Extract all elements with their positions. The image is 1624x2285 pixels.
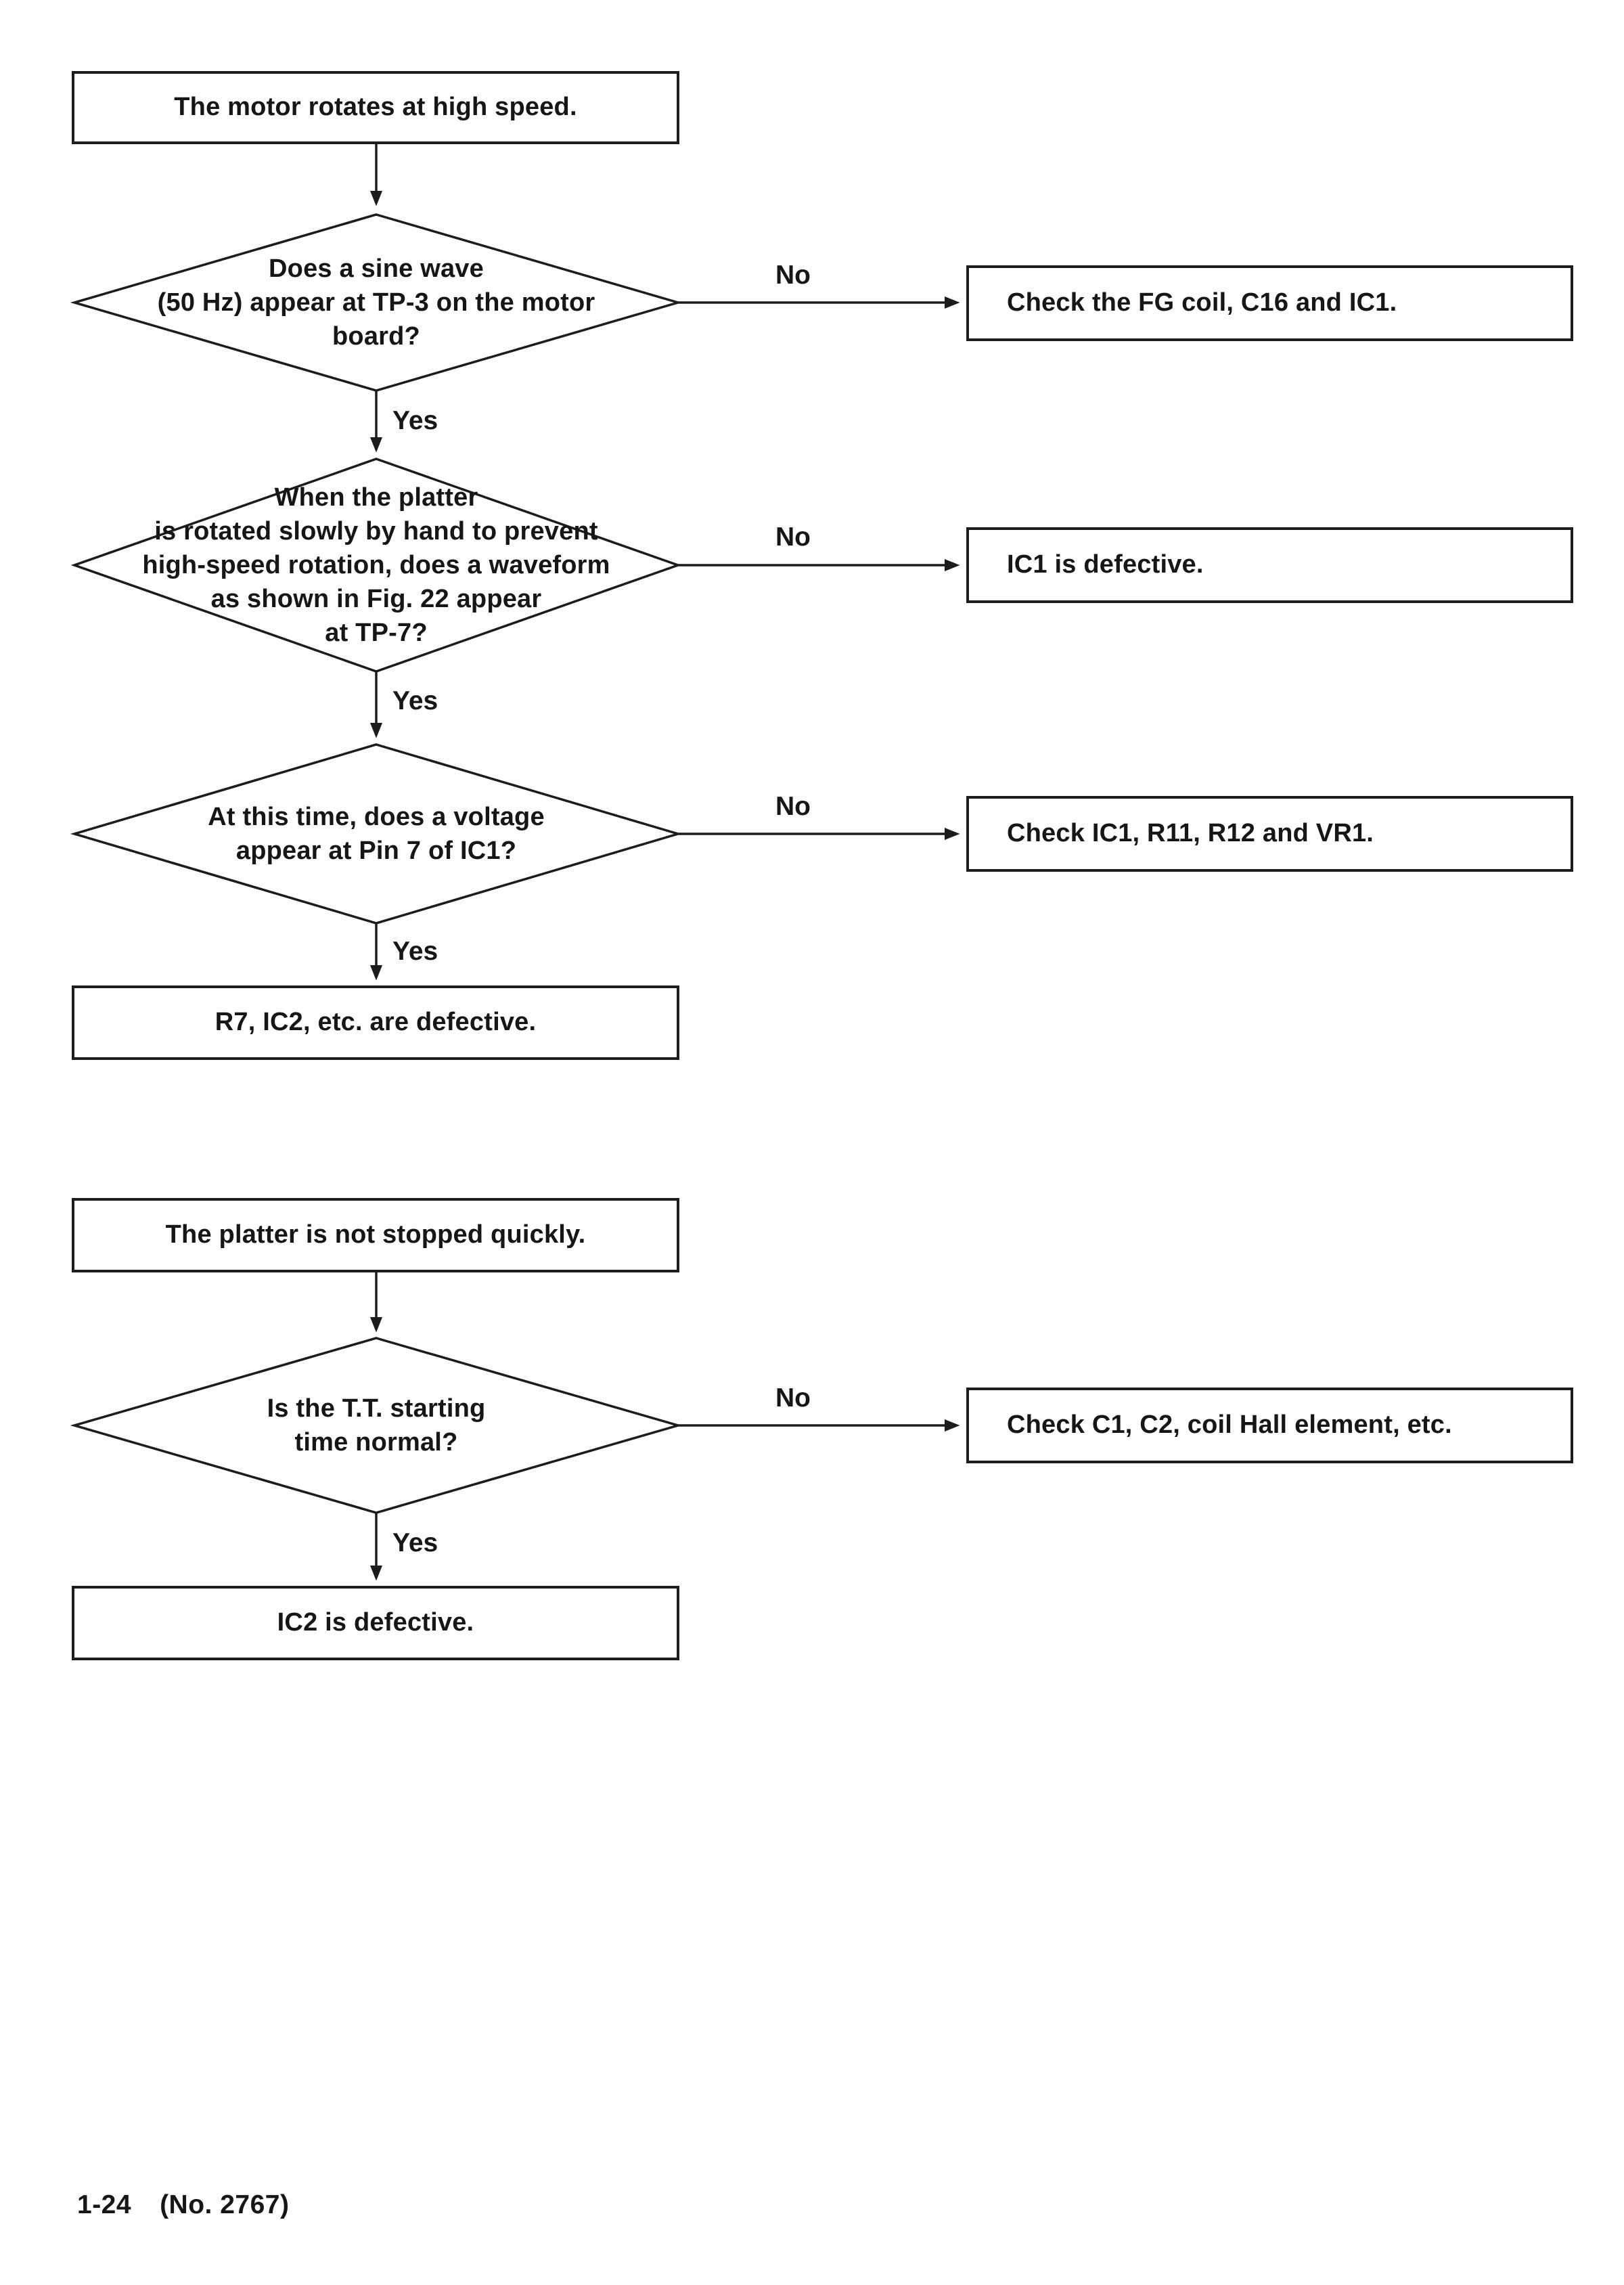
flow1-result-label: R7, IC2, etc. are defective. xyxy=(215,1008,537,1037)
flow2-decision1-no-action-label: Check C1, C2, coil Hall element, etc. xyxy=(1007,1411,1452,1440)
flow1-decision3-question: At this time, does a voltage appear at P… xyxy=(208,802,545,865)
doc-number: (No. 2767) xyxy=(160,2190,290,2219)
flow1-decision2-no-action-box: IC1 is defective. xyxy=(966,527,1573,603)
flow1-decision3-yes-label: Yes xyxy=(392,937,438,966)
flow2-result-label: IC2 is defective. xyxy=(277,1608,474,1637)
flow1-result-box: R7, IC2, etc. are defective. xyxy=(72,985,679,1060)
flow1-decision2-no-action-label: IC1 is defective. xyxy=(1007,550,1204,579)
flow1-decision1-yes-label: Yes xyxy=(392,406,438,435)
flow1-decision3-no-action-label: Check IC1, R11, R12 and VR1. xyxy=(1007,819,1374,848)
flow1-decision1-question: Does a sine wave (50 Hz) appear at TP-3 … xyxy=(157,254,595,351)
flow1-decision1-no-action-box: Check the FG coil, C16 and IC1. xyxy=(966,265,1573,341)
flow1-decision2-yes-label: Yes xyxy=(392,686,438,715)
flow2-start-box: The platter is not stopped quickly. xyxy=(72,1198,679,1272)
flow2-decision1-yes-label: Yes xyxy=(392,1528,438,1557)
page-number: 1-24 xyxy=(77,2190,132,2219)
flow2-decision1-no-action-box: Check C1, C2, coil Hall element, etc. xyxy=(966,1388,1573,1463)
flow1-decision3-no-label: No xyxy=(775,792,811,821)
flow2-result-box: IC2 is defective. xyxy=(72,1586,679,1660)
flow1-start-label: The motor rotates at high speed. xyxy=(174,93,577,122)
flow1-start-box: The motor rotates at high speed. xyxy=(72,71,679,144)
flow1-decision3-no-action-box: Check IC1, R11, R12 and VR1. xyxy=(966,796,1573,872)
page-footer: 1-24 (No. 2767) xyxy=(77,2190,289,2220)
flow1-decision1-no-label: No xyxy=(775,261,811,290)
flow2-start-label: The platter is not stopped quickly. xyxy=(165,1220,586,1249)
flow2-decision1-no-label: No xyxy=(775,1383,811,1413)
flow1-decision2-question: When the platter is rotated slowly by ha… xyxy=(142,483,610,648)
flow2-decision1-question: Is the T.T. starting time normal? xyxy=(267,1394,486,1457)
flow1-decision2-no-label: No xyxy=(775,523,811,552)
flow1-decision1-no-action-label: Check the FG coil, C16 and IC1. xyxy=(1007,288,1397,317)
